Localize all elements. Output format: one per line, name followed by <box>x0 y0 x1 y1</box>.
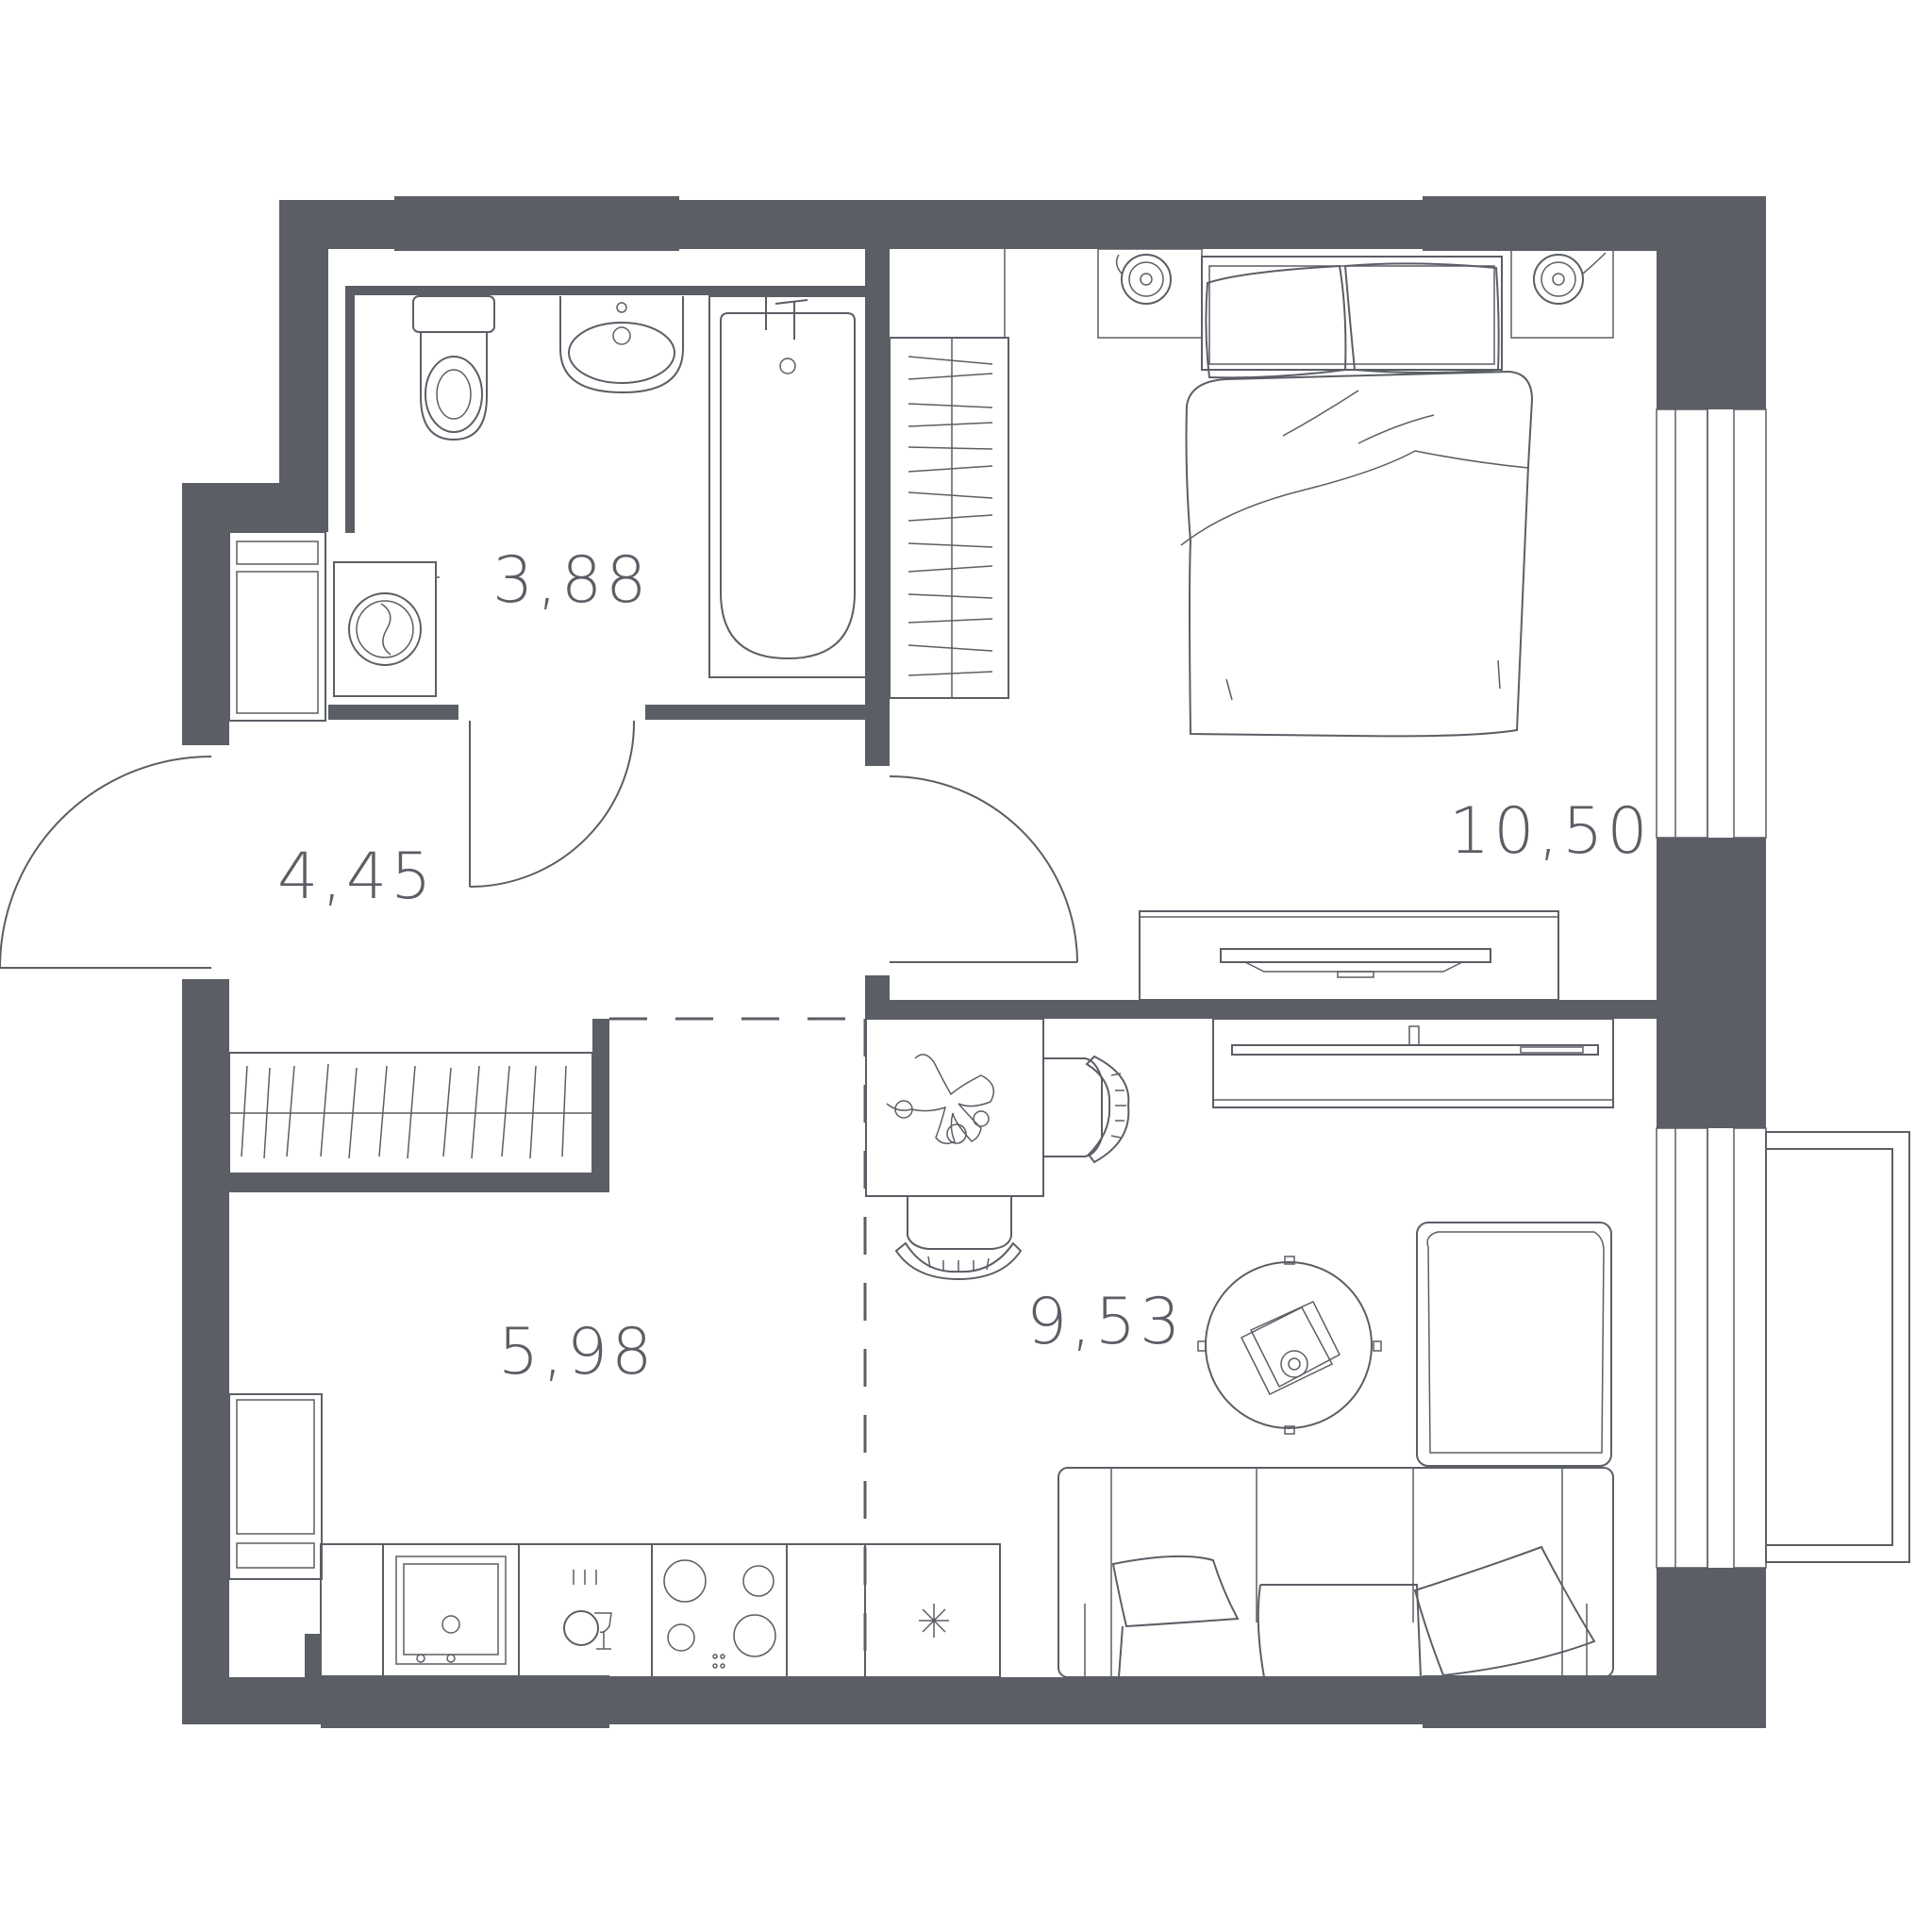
window-living <box>1656 1127 1767 1569</box>
nightstand-right <box>1510 248 1614 339</box>
area-hallway: 4,45 <box>277 840 435 914</box>
dining-chair-bottom <box>894 1196 1023 1281</box>
area-bedroom: 10,50 <box>1449 794 1652 869</box>
area-kitchen: 5,98 <box>498 1315 656 1389</box>
tv-stand-living <box>1212 1018 1614 1108</box>
area-labels: 3,88 10,50 4,45 5,98 9,53 <box>277 543 1652 1389</box>
dining-chair-right <box>1043 1055 1130 1164</box>
window-bedroom <box>1656 408 1767 839</box>
bed <box>1180 256 1534 738</box>
bedroom-door <box>889 775 1078 963</box>
washing-machine <box>333 561 440 697</box>
sofa <box>1058 1467 1614 1678</box>
toilet <box>412 295 495 441</box>
radiator-kitchen <box>228 1393 323 1580</box>
area-bathroom: 3,88 <box>492 543 650 618</box>
kitchen-sink <box>395 1556 507 1665</box>
dishwasher <box>563 1570 612 1650</box>
area-living-room: 9,53 <box>1026 1285 1184 1359</box>
armchair <box>1416 1222 1612 1467</box>
entrance-door <box>0 756 212 969</box>
tv-stand-bedroom <box>1139 910 1559 1001</box>
hall-wardrobe <box>228 1052 593 1174</box>
cooktop <box>663 1559 776 1669</box>
bathroom-door <box>469 720 636 888</box>
walls <box>182 196 1766 1728</box>
dining-table <box>865 1018 1044 1197</box>
balcony <box>1765 1131 1910 1563</box>
coffee-table <box>1197 1256 1382 1435</box>
bedroom-wardrobe <box>889 249 1009 699</box>
bathtub <box>708 295 867 678</box>
radiator-hall <box>228 531 326 722</box>
fridge <box>864 1543 1001 1678</box>
nightstand-left <box>1097 248 1203 339</box>
sink <box>559 296 684 394</box>
